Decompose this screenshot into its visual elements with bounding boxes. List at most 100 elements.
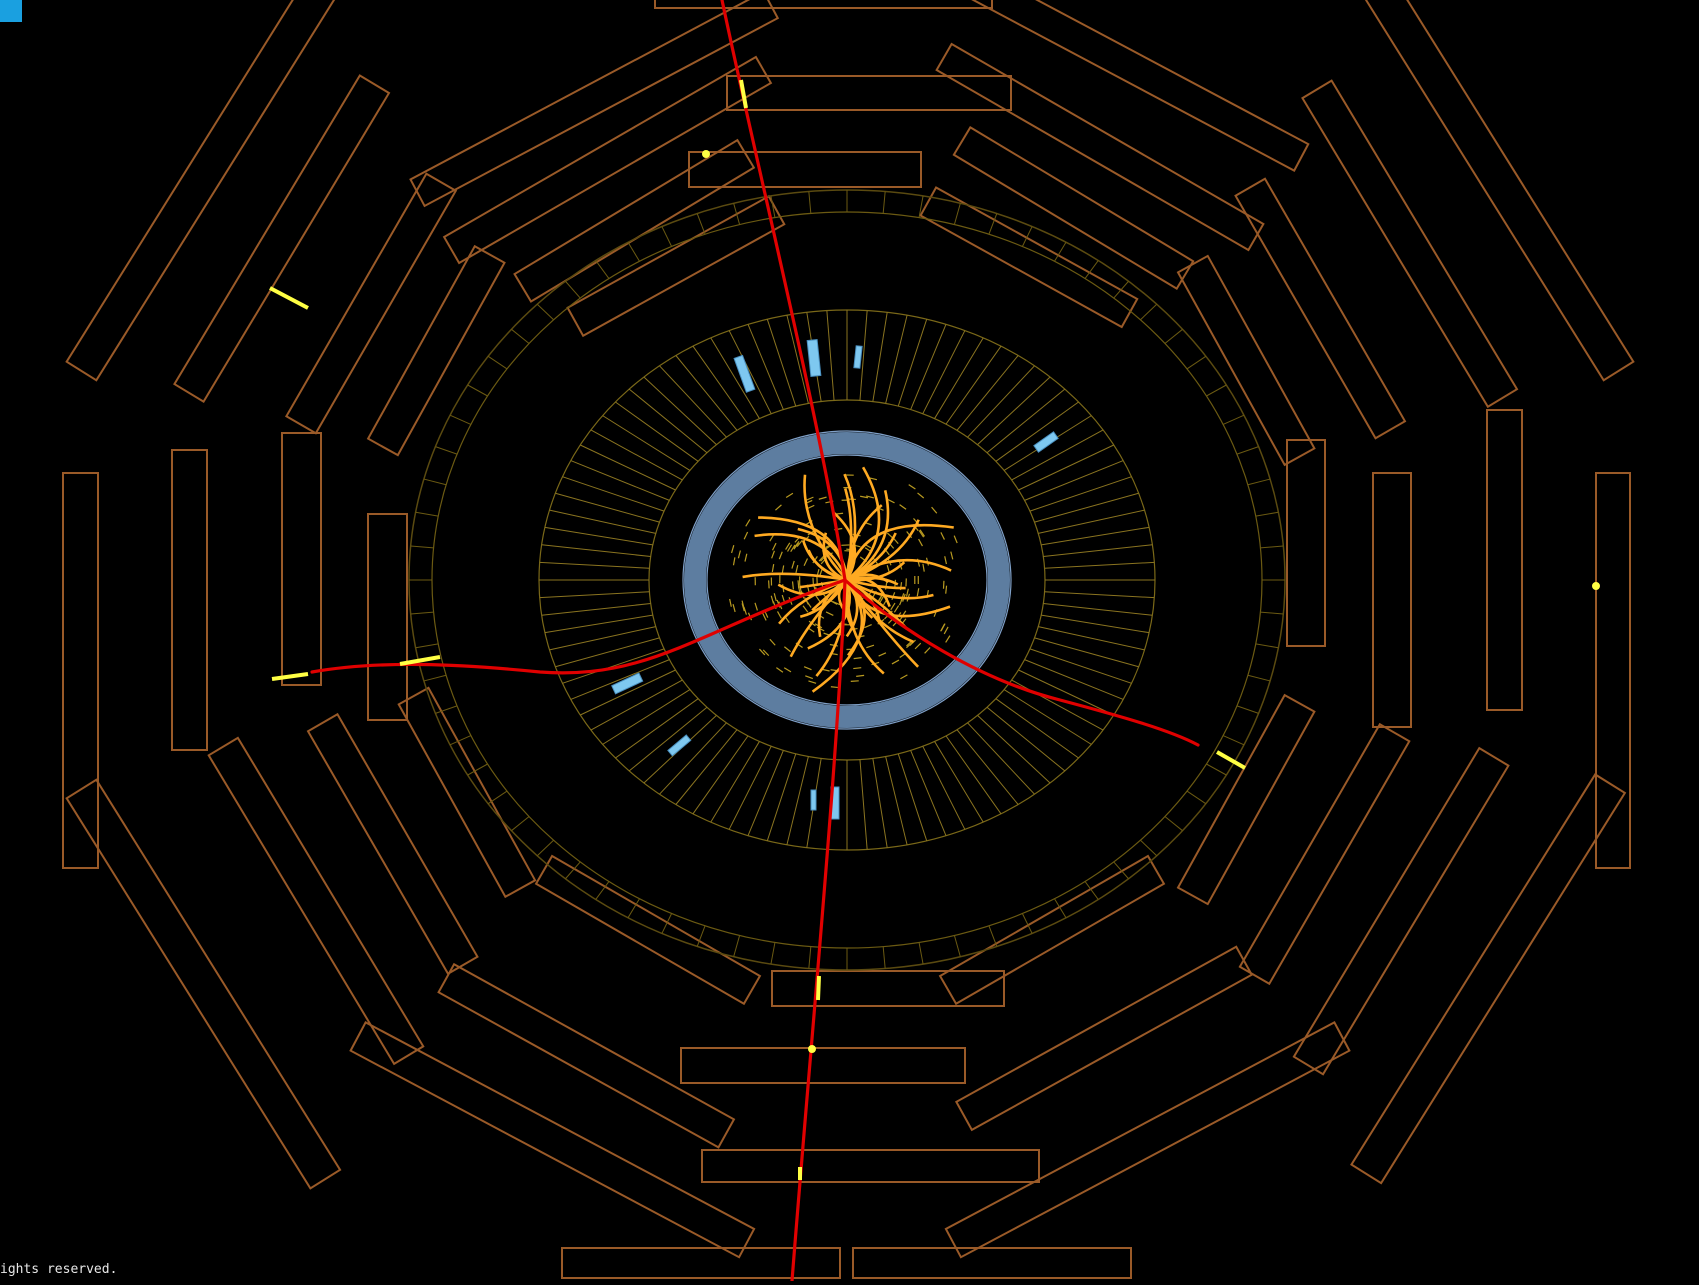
inner-hit <box>792 561 794 569</box>
calorimeter-cell-divider <box>873 312 887 401</box>
hit-marker <box>1217 752 1245 768</box>
inner-hit <box>730 599 732 607</box>
inner-hit <box>778 611 782 618</box>
calorimeter-outer-cell <box>488 356 507 369</box>
inner-hit <box>776 668 783 673</box>
inner-hit <box>770 639 775 645</box>
muon-chamber <box>368 514 407 720</box>
inner-hit <box>773 543 777 550</box>
inner-hit <box>806 497 813 500</box>
inner-hit <box>946 586 947 594</box>
energy-deposit <box>1034 432 1058 452</box>
calorimeter-outer-cell <box>450 736 471 745</box>
calorimeter-outer-cell <box>662 227 672 247</box>
calorimeter-outer-cell <box>1165 817 1183 831</box>
muon-chambers <box>63 0 1633 1278</box>
calorimeter-outer-cell <box>954 935 960 956</box>
calorimeter-outer-cell <box>416 512 439 516</box>
calorimeter-cell-divider <box>729 331 771 414</box>
calorimeter-cell-divider <box>1030 477 1132 511</box>
inner-hit <box>803 606 808 612</box>
inner-hit <box>746 519 750 526</box>
inner-hit <box>796 565 798 573</box>
inner-hit <box>816 595 821 602</box>
hit-marker <box>270 288 308 308</box>
muon-chamber <box>1287 440 1325 646</box>
calorimeter-outer-cell <box>1237 447 1259 455</box>
calorimeter-outer-cell <box>628 242 640 261</box>
copyright-footer: ights reserved. <box>0 1262 117 1277</box>
inner-hit <box>745 554 747 562</box>
calorimeter-outer-cell <box>488 791 507 804</box>
energy-deposit <box>811 790 816 810</box>
calorimeter-outer-cell <box>1140 840 1156 856</box>
calorimeter-outer-cell <box>954 203 960 224</box>
muon-chamber <box>1596 473 1630 868</box>
calorimeter-cell-divider <box>1041 615 1149 633</box>
calorimeter-cell-divider <box>827 311 834 401</box>
calorimeter-cell-divider <box>542 603 651 615</box>
inner-hit <box>951 552 953 560</box>
inner-hit <box>907 589 909 597</box>
calorimeter-cell-divider <box>540 562 650 568</box>
calorimeter-outer-cell <box>1206 385 1226 396</box>
calorimeter-cell-divider <box>1045 592 1155 598</box>
calorimeter-outer-cell <box>1223 736 1244 745</box>
inner-hit <box>894 606 898 613</box>
calorimeter-cell-divider <box>555 493 659 522</box>
calorimeter-outer-cell <box>771 942 775 964</box>
calorimeter-outer-cell <box>450 415 471 424</box>
calorimeter-outer-cell <box>1256 644 1279 648</box>
inner-hit <box>782 565 783 573</box>
inner-hit <box>866 645 874 647</box>
inner-hit <box>786 493 793 497</box>
calorimeter-outer-cell <box>537 304 553 320</box>
inner-hit <box>851 681 859 682</box>
muon-chamber <box>1373 473 1411 727</box>
calorimeter-outer-cell <box>1248 675 1270 681</box>
inner-hit <box>763 613 766 620</box>
inner-hit <box>932 507 937 513</box>
muon-chamber <box>1487 410 1522 710</box>
calorimeter-outer-cell <box>697 214 705 235</box>
calorimeter-cell-divider <box>540 592 650 598</box>
inner-hit <box>925 648 930 654</box>
inner-hit <box>917 588 918 596</box>
calorimeter-outer-cell <box>565 281 580 298</box>
inner-hit <box>804 667 811 670</box>
calorimeter-cell-divider <box>1038 627 1144 650</box>
inner-hit <box>774 593 776 601</box>
viewer-logo-square-icon <box>0 0 22 22</box>
calorimeter-cell-divider <box>629 389 707 453</box>
calorimeter-outer-cell <box>919 942 923 964</box>
inner-hit <box>738 550 740 558</box>
calorimeter-outer-cell <box>416 644 439 648</box>
calorimeter-outer-cell <box>424 479 446 485</box>
calorimeter-outer-cell <box>1256 512 1279 516</box>
calorimeter-outer-cell <box>435 447 457 455</box>
inner-hit <box>744 532 747 539</box>
inner-hit <box>805 676 813 679</box>
calorimeter-outer-cell <box>809 191 811 213</box>
calorimeter-cell-divider <box>911 750 946 835</box>
calorimeter-outer-cell <box>1187 356 1206 369</box>
hit-marker <box>1594 584 1598 588</box>
calorimeter-cell-divider <box>860 760 867 850</box>
inner-hit <box>831 687 839 688</box>
inner-hit <box>826 612 833 615</box>
inner-hit <box>954 536 957 543</box>
inner-hit <box>784 668 791 672</box>
muon-track-left <box>312 580 845 673</box>
calorimeter-cell-divider <box>562 649 664 683</box>
muon-tracks <box>312 0 1198 1281</box>
inner-hit <box>854 658 862 659</box>
calorimeter-outer-cell <box>411 612 434 614</box>
calorimeter-cell-divider <box>545 527 653 545</box>
calorimeter-cell-divider <box>923 331 965 414</box>
calorimeter-outer-cell <box>1114 862 1129 879</box>
inner-hit <box>784 647 790 652</box>
calorimeter-cell-divider <box>873 758 887 847</box>
calorimeter-outer-cell <box>1223 415 1244 424</box>
